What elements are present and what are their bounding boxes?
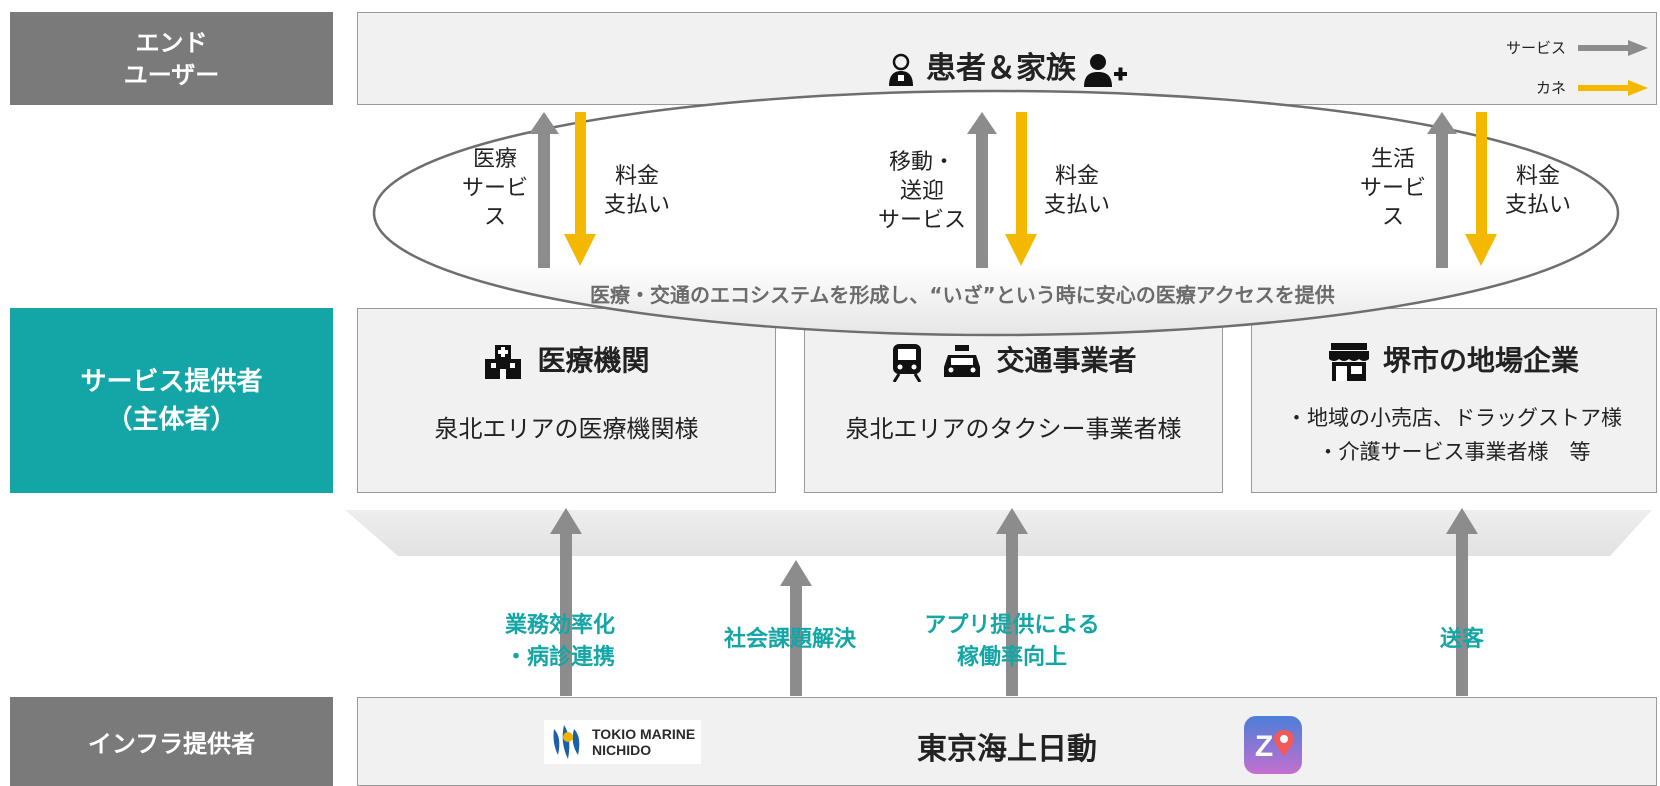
provider-desc-medical: 泉北エリアの医療機関様: [358, 409, 775, 444]
payment-arrow-1: [564, 112, 596, 266]
provider-box-transport: 交通事業者 泉北エリアのタクシー事業者様: [804, 308, 1223, 493]
value-arrow-4: [1446, 508, 1478, 696]
legend-money-arrow-icon: [1578, 79, 1648, 96]
provider-title-local-business-text: 堺市の地場企業: [1382, 344, 1579, 377]
value-label-efficiency-l2: ・病診連携: [504, 645, 615, 670]
service-label-life-l1: 生活: [1370, 147, 1415, 172]
shop-icon: [1328, 343, 1369, 381]
payment-label-life-l2: 支払い: [1504, 193, 1571, 218]
payment-label-transport-l2: 支払い: [1043, 193, 1110, 218]
row-label-service-provider-line2: （主体者）: [106, 404, 237, 435]
hospital-icon: [485, 345, 522, 379]
value-arrow-3: [996, 508, 1028, 696]
provider-desc-transport-line1: 泉北エリアのタクシー事業者様: [845, 415, 1182, 443]
infra-box: TOKIO MARINE NICHIDO 東京海上日動 Z: [357, 697, 1657, 786]
service-label-life: 生活 サービ ス: [1353, 145, 1433, 232]
service-label-life-l2: サービ: [1359, 176, 1426, 201]
legend-service-label: サービス: [1505, 39, 1566, 57]
legend-money: カネ: [1536, 77, 1648, 98]
value-label-efficiency: 業務効率化 ・病診連携: [470, 610, 650, 674]
payment-label-life-l1: 料金: [1515, 164, 1560, 189]
service-arrow-1: [529, 112, 559, 268]
infra-name: 東京海上日動: [917, 732, 1097, 767]
service-label-transport-l1: 移動・: [888, 150, 955, 175]
row-label-infra-provider-text: インフラ提供者: [87, 730, 256, 758]
provider-desc-local-business-line2: ・介護サービス事業者様 等: [1317, 440, 1591, 464]
app-icon-letter: Z: [1255, 730, 1273, 763]
service-arrow-3: [1427, 112, 1457, 268]
provider-box-local-business: 堺市の地場企業 ・地域の小売店、ドラッグストア様 ・介護サービス事業者様 等: [1251, 308, 1657, 493]
payment-label-medical: 料金 支払い: [597, 162, 677, 220]
payment-label-medical-l2: 支払い: [603, 193, 670, 218]
provider-title-transport: 交通事業者: [805, 339, 1222, 383]
payment-label-transport-l1: 料金: [1054, 164, 1099, 189]
service-label-transport-l3: サービス: [877, 208, 966, 233]
provider-desc-local-business: ・地域の小売店、ドラッグストア様 ・介護サービス事業者様 等: [1252, 401, 1656, 469]
end-user-box: 患者＆家族 サービス カネ: [357, 12, 1657, 105]
logo-text-line2: NICHIDO: [592, 742, 652, 758]
service-label-medical: 医療 サービ ス: [455, 145, 535, 232]
end-user-title-text: 患者＆家族: [926, 51, 1076, 86]
payment-label-life: 料金 支払い: [1498, 162, 1578, 220]
value-arrow-2: [780, 560, 812, 696]
value-label-app-utilization-l1: アプリ提供による: [924, 613, 1100, 638]
provider-title-local-business: 堺市の地場企業: [1252, 339, 1656, 381]
service-label-transport-l2: 送迎: [899, 179, 944, 204]
row-label-infra-provider: インフラ提供者: [10, 697, 333, 786]
row-label-end-user-line1: エンド: [135, 28, 208, 57]
row-label-service-provider: サービス提供者 （主体者）: [10, 308, 333, 493]
add-family-icon: [1084, 53, 1127, 87]
payment-label-medical-l1: 料金: [614, 164, 659, 189]
taxi-icon: [944, 345, 981, 377]
end-user-title: 患者＆家族: [358, 43, 1656, 87]
row-label-end-user: エンド ユーザー: [10, 12, 333, 105]
service-label-medical-l2: サービ: [461, 176, 528, 201]
legend-service-arrow-icon: [1578, 39, 1648, 56]
provider-desc-transport: 泉北エリアのタクシー事業者様: [805, 409, 1222, 444]
service-arrow-2: [967, 112, 997, 268]
legend-service: サービス: [1506, 37, 1648, 58]
value-label-referral: 送客: [1412, 624, 1512, 656]
value-label-referral-l1: 送客: [1439, 627, 1484, 652]
logo-text-line1: TOKIO MARINE: [592, 726, 696, 742]
service-label-life-l3: ス: [1381, 205, 1404, 230]
app-icon: Z: [1244, 716, 1302, 774]
provider-desc-local-business-line1: ・地域の小売店、ドラッグストア様: [1286, 406, 1622, 430]
payment-arrow-2: [1005, 112, 1037, 266]
ecosystem-caption: 医療・交通のエコシステムを形成し、“いざ”という時に安心の医療アクセスを提供: [590, 283, 1335, 307]
train-icon: [893, 344, 922, 383]
provider-title-medical: 医療機関: [358, 339, 775, 379]
legend-money-label: カネ: [1535, 79, 1566, 97]
tokio-marine-logo-text: TOKIO MARINE NICHIDO: [592, 726, 695, 758]
value-label-app-utilization: アプリ提供による 稼働率向上: [908, 610, 1116, 674]
ecosystem-ellipse: [372, 89, 1620, 337]
provider-title-medical-text: 医療機関: [537, 344, 650, 377]
provider-title-transport-text: 交通事業者: [996, 344, 1137, 377]
payment-arrow-3: [1465, 112, 1497, 266]
row-label-service-provider-line1: サービス提供者: [80, 366, 263, 397]
value-arrow-1: [550, 508, 582, 696]
patient-icon: [889, 53, 913, 86]
provider-desc-medical-line1: 泉北エリアの医療機関様: [434, 415, 699, 443]
service-label-medical-l1: 医療: [472, 147, 517, 172]
value-label-social-issue-l1: 社会課題解決: [723, 627, 856, 652]
value-label-app-utilization-l2: 稼働率向上: [956, 645, 1067, 670]
value-label-social-issue: 社会課題解決: [700, 624, 880, 656]
payment-label-transport: 料金 支払い: [1037, 162, 1117, 220]
service-label-medical-l3: ス: [483, 205, 506, 230]
provider-box-medical: 医療機関 泉北エリアの医療機関様: [357, 308, 776, 493]
tokio-marine-emblem-icon: [553, 725, 580, 759]
service-label-transport: 移動・ 送迎 サービス: [872, 148, 972, 235]
tokio-marine-logo: TOKIO MARINE NICHIDO: [544, 720, 702, 764]
value-label-efficiency-l1: 業務効率化: [504, 613, 615, 638]
row-label-end-user-line2: ユーザー: [123, 60, 220, 89]
